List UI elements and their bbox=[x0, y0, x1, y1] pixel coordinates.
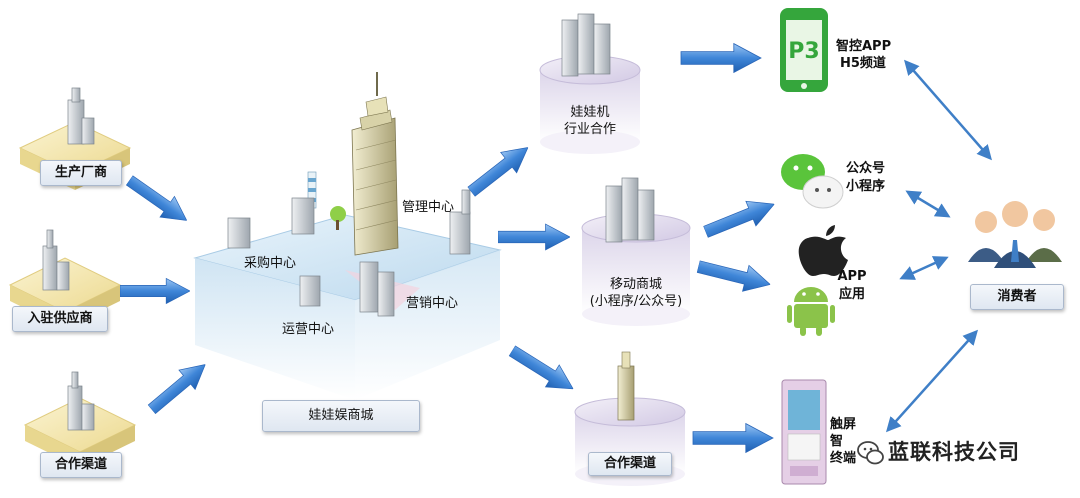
label-terminal-line1: 触屏 bbox=[830, 417, 857, 432]
label-marketing-center: 营销中心 bbox=[406, 296, 459, 311]
building-icon bbox=[42, 229, 70, 291]
apple-icon bbox=[798, 225, 848, 276]
marketing-building-icon bbox=[359, 261, 395, 317]
label-purchase-center: 采购中心 bbox=[244, 256, 297, 271]
label-claw-industry-line1: 娃娃机 bbox=[570, 105, 610, 120]
arrow-manufacturer-to-mall bbox=[121, 169, 195, 232]
building-icon bbox=[67, 371, 95, 431]
arrow-claw-to-app-h5 bbox=[680, 43, 762, 73]
label-operation-center: 运营中心 bbox=[282, 322, 335, 337]
wechat-icon bbox=[781, 154, 844, 209]
label-manufacturer: 生产厂商 bbox=[40, 160, 122, 186]
pedestal-claw-industry bbox=[539, 13, 641, 154]
main-tower-icon bbox=[351, 72, 399, 256]
arrow-mobile-to-wechat bbox=[700, 191, 780, 245]
label-claw-industry: 娃娃机 行业合作 bbox=[552, 104, 628, 138]
consumer-people-icon bbox=[968, 201, 1062, 268]
wechat-outline-icon bbox=[857, 441, 884, 465]
label-app-line1: APP bbox=[837, 269, 867, 284]
arrow-partner-to-terminal bbox=[692, 423, 774, 453]
watermark-text: 蓝联科技公司 bbox=[888, 440, 1020, 464]
label-settled-supplier: 入驻供应商 bbox=[12, 306, 108, 332]
label-wechat: 公众号 小程序 bbox=[846, 160, 885, 196]
label-terminal-line3: 终端 bbox=[830, 451, 857, 466]
arrow-channel-to-mall bbox=[143, 354, 214, 420]
label-mobile-mall-line2: (小程序/公众号) bbox=[589, 294, 683, 309]
factory-icon bbox=[291, 197, 315, 235]
tree-icon bbox=[330, 206, 346, 230]
watermark: 蓝联科技公司 bbox=[856, 434, 1056, 470]
label-wechat-line1: 公众号 bbox=[846, 161, 886, 176]
label-app: APP 应用 bbox=[832, 268, 872, 304]
double-arrow-terminal-consumer bbox=[885, 329, 979, 433]
label-mobile-mall: 移动商城 (小程序/公众号) bbox=[574, 276, 698, 310]
arrow-settled-to-mall bbox=[120, 278, 190, 304]
phone-p3-icon: P3 bbox=[780, 8, 828, 92]
label-app-line2: 应用 bbox=[838, 287, 865, 302]
label-app-h5-line2: H5频道 bbox=[840, 56, 886, 71]
management-building-icon bbox=[449, 189, 471, 255]
office-buildings-icon bbox=[561, 13, 611, 77]
operation-building-icon bbox=[299, 275, 321, 307]
supplier-tile-channel bbox=[23, 371, 137, 468]
arrow-mall-to-partner-channel bbox=[504, 339, 581, 401]
label-management-center: 管理中心 bbox=[402, 200, 455, 215]
label-mobile-mall-line1: 移动商城 bbox=[609, 277, 662, 292]
double-arrow-wechat-consumer bbox=[905, 190, 951, 218]
arrow-mall-to-claw-industry bbox=[462, 136, 537, 203]
svg-text:P3: P3 bbox=[788, 39, 819, 64]
double-arrow-app-consumer bbox=[899, 256, 949, 280]
building-icon bbox=[67, 87, 95, 145]
label-app-h5-line1: 智控APP bbox=[836, 39, 892, 54]
label-wechat-line2: 小程序 bbox=[846, 179, 886, 194]
pedestal-mobile-mall bbox=[581, 177, 691, 326]
label-consumer: 消费者 bbox=[970, 284, 1064, 310]
label-terminal-line2: 智 bbox=[830, 434, 844, 449]
tower-building-icon bbox=[617, 351, 635, 421]
double-arrow-app-h5-consumer bbox=[904, 59, 992, 161]
label-partner-channel: 合作渠道 bbox=[588, 452, 672, 476]
arrow-mobile-to-app bbox=[694, 253, 774, 298]
label-claw-industry-line2: 行业合作 bbox=[563, 122, 616, 137]
office-buildings-icon bbox=[605, 177, 655, 243]
label-app-h5: 智控APP H5频道 bbox=[836, 38, 891, 72]
android-icon bbox=[787, 287, 835, 336]
arrow-mall-to-mobile-mall bbox=[498, 223, 570, 251]
label-terminal: 触屏 智 终端 bbox=[830, 416, 856, 467]
label-mall-name: 娃娃娱商城 bbox=[262, 400, 420, 432]
purchase-building-icon bbox=[227, 217, 251, 249]
touchscreen-terminal-icon bbox=[781, 379, 827, 485]
label-supplier-channel: 合作渠道 bbox=[40, 452, 122, 478]
supplier-tile-settled bbox=[8, 229, 122, 328]
